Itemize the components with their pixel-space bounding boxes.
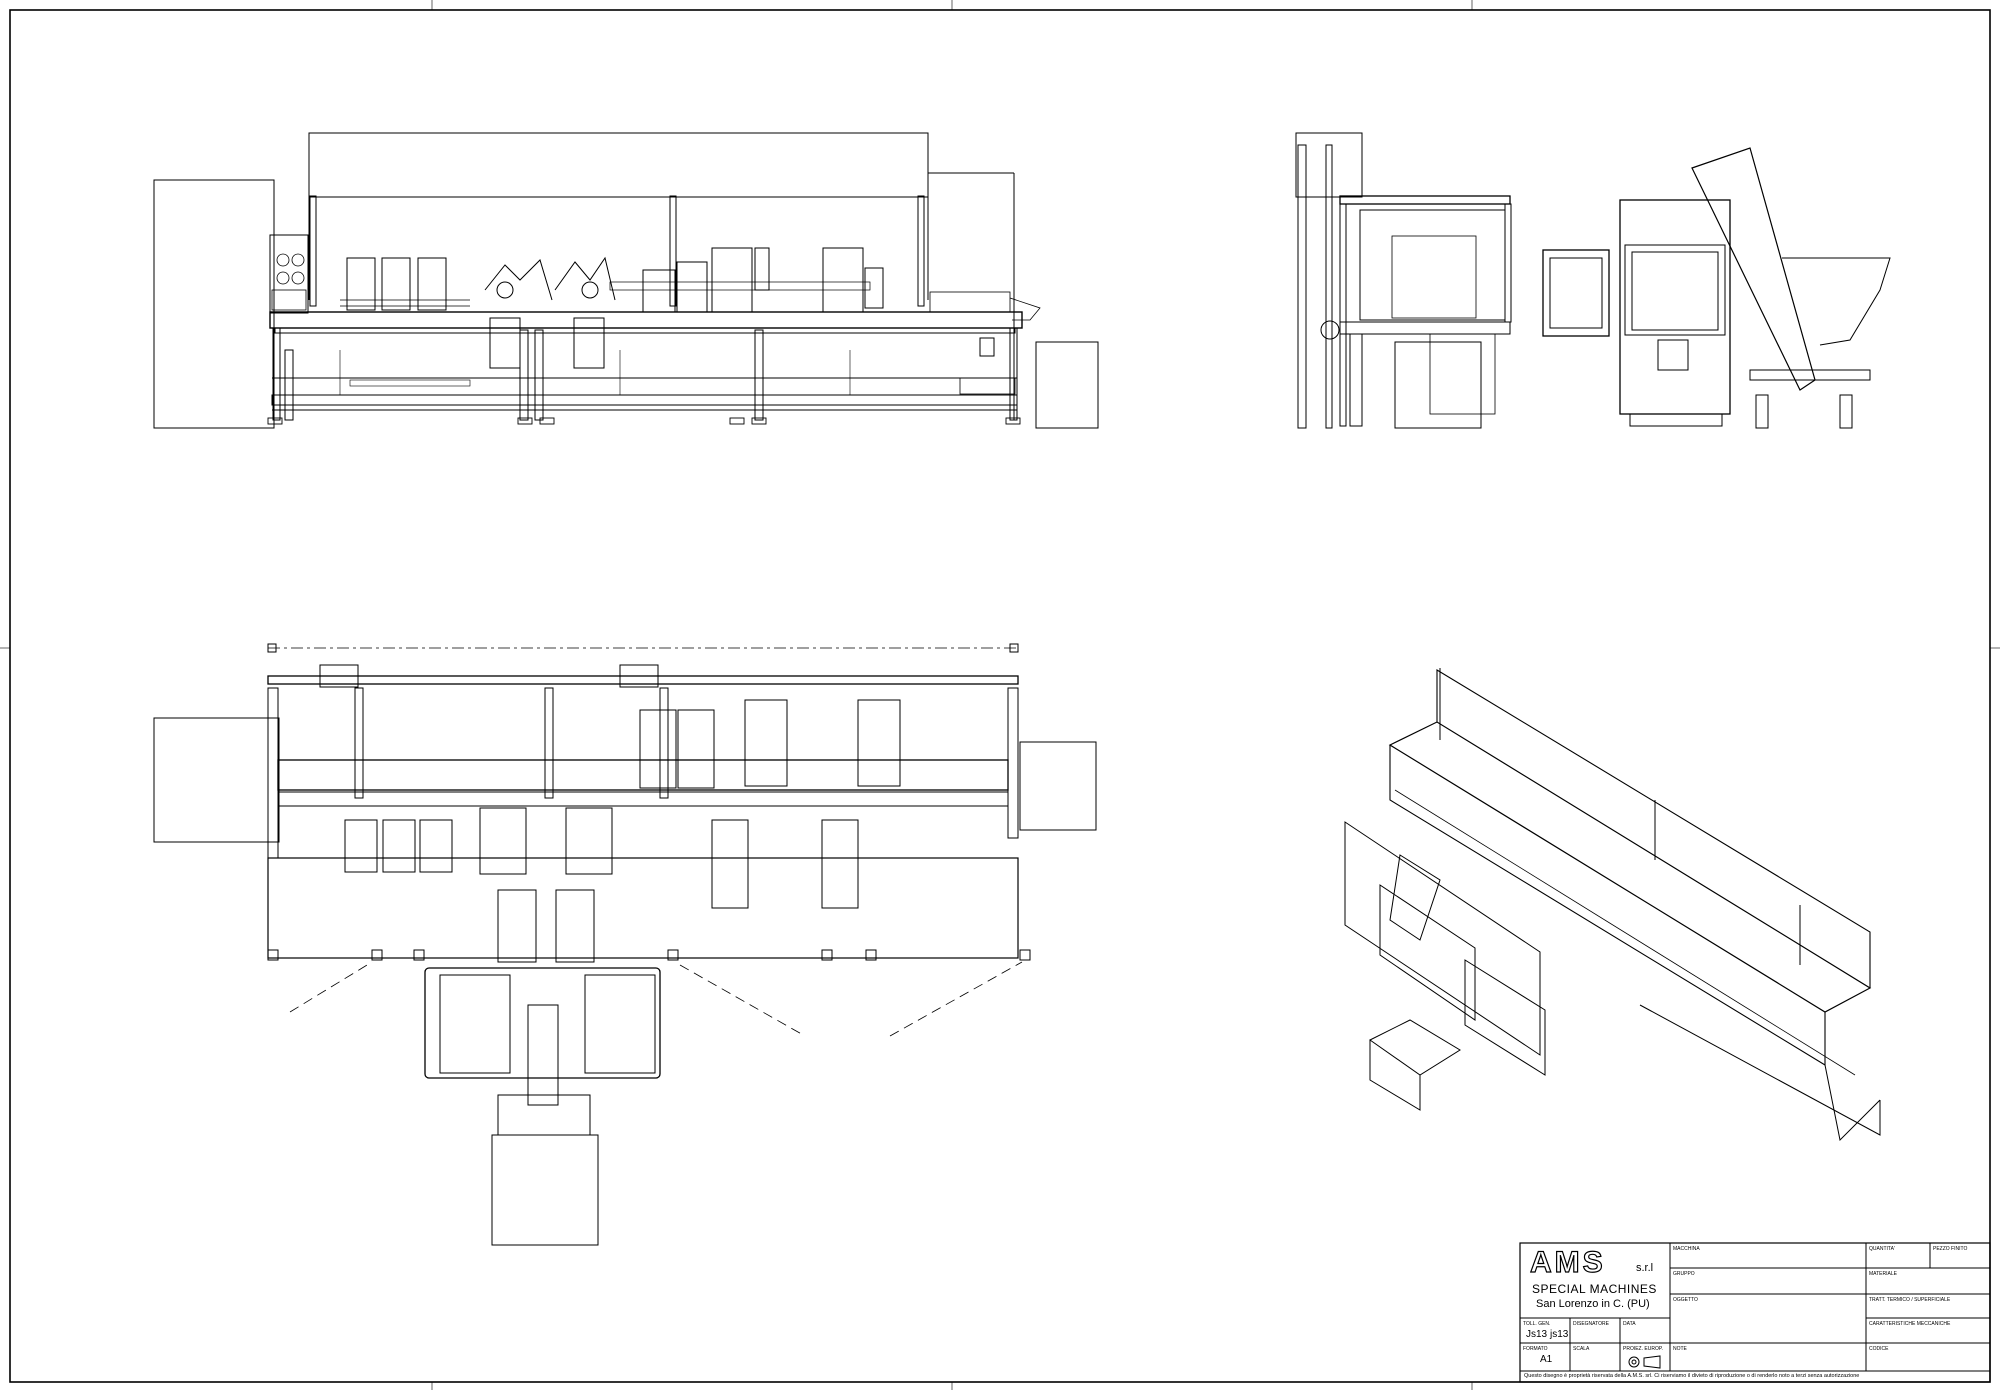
field-disegnatore: DISEGNATORE bbox=[1573, 1321, 1609, 1327]
value-toll-1: Js13 bbox=[1526, 1329, 1548, 1340]
field-pezzo-finito: PEZZO FINITO bbox=[1933, 1246, 1968, 1252]
field-data: DATA bbox=[1623, 1321, 1636, 1327]
field-scala: SCALA bbox=[1573, 1346, 1590, 1352]
title-block bbox=[1519, 1242, 1991, 1383]
field-proiez: PROIEZ. EUROP. bbox=[1623, 1346, 1663, 1352]
field-materiale: MATERIALE bbox=[1869, 1271, 1897, 1277]
field-macchina: MACCHINA bbox=[1673, 1246, 1700, 1252]
company-name: SPECIAL MACHINES bbox=[1532, 1282, 1657, 1296]
company-address: San Lorenzo in C. (PU) bbox=[1536, 1298, 1650, 1310]
title-block-footer: Questo disegno è proprietà riservata del… bbox=[1524, 1373, 1860, 1379]
front-elevation-view bbox=[153, 132, 1099, 429]
side-elevation-view bbox=[1295, 132, 1891, 429]
plan-view bbox=[153, 643, 1097, 1246]
logo-text: AMS bbox=[1529, 1246, 1606, 1279]
field-gruppo: GRUPPO bbox=[1673, 1271, 1695, 1277]
field-tratt: TRATT. TERMICO / SUPERFICIALE bbox=[1869, 1297, 1951, 1303]
field-note: NOTE bbox=[1673, 1346, 1687, 1352]
field-toll-gen: TOLL. GEN. bbox=[1523, 1321, 1551, 1327]
field-formato: FORMATO bbox=[1523, 1346, 1548, 1352]
field-quantita: QUANTITA' bbox=[1869, 1246, 1895, 1252]
field-codice: CODICE bbox=[1869, 1346, 1889, 1352]
company-logo: AMS s.r.l SPECIAL MACHINES San Lorenzo i… bbox=[1526, 1246, 1666, 1318]
value-toll-2: js13 bbox=[1550, 1329, 1569, 1340]
logo-suffix: s.r.l bbox=[1636, 1262, 1654, 1274]
field-caratteristiche: CARATTERISTICHE MECCANICHE bbox=[1869, 1321, 1951, 1327]
field-oggetto: OGGETTO bbox=[1673, 1297, 1698, 1303]
isometric-view bbox=[1344, 668, 1881, 1142]
value-formato: A1 bbox=[1540, 1354, 1553, 1365]
